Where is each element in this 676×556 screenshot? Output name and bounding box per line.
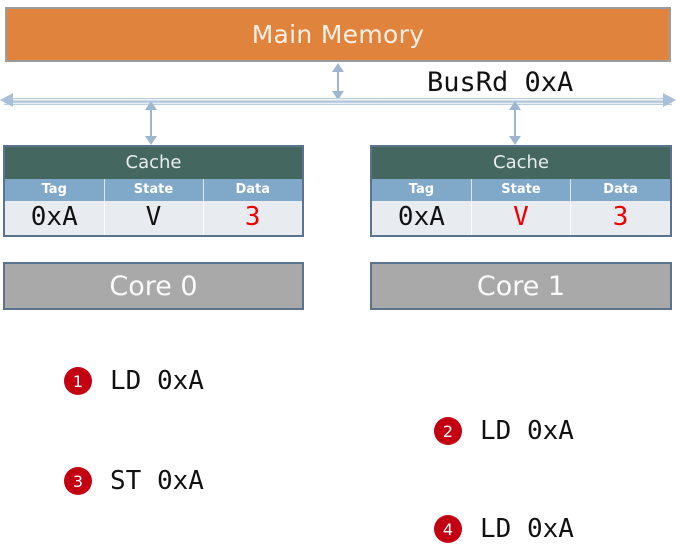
step-item-3: 3 ST 0xA xyxy=(64,466,204,496)
step-badge-1: 1 xyxy=(64,367,92,395)
table-header-row: Tag State Data xyxy=(5,179,302,201)
step-badge-3: 3 xyxy=(64,467,92,495)
column-header-data: Data xyxy=(203,179,302,201)
core-label-1: Core 1 xyxy=(476,270,566,302)
table-row: 0xA V 3 xyxy=(372,201,670,235)
column-header-state: State xyxy=(104,179,204,201)
step-instruction-3: ST 0xA xyxy=(110,466,204,496)
bus-cache1-connector-arrow xyxy=(509,101,521,145)
core-label-0: Core 0 xyxy=(109,270,198,302)
arrowhead-up-icon xyxy=(145,101,157,110)
bus-arrow-right-icon xyxy=(663,93,676,107)
cache-block-core1: Cache Tag State Data 0xA V 3 xyxy=(370,145,672,237)
step-item-1: 1 LD 0xA xyxy=(64,366,204,396)
bus-cache0-connector-arrow xyxy=(145,101,157,145)
table-row: 0xA V 3 xyxy=(5,201,302,235)
step-instruction-2: LD 0xA xyxy=(480,416,574,446)
memory-bus-connector-arrow xyxy=(332,63,344,100)
cache-table-core0: Tag State Data 0xA V 3 xyxy=(5,179,302,235)
cell-tag: 0xA xyxy=(372,201,472,235)
arrowhead-down-icon xyxy=(145,136,157,145)
step-badge-4: 4 xyxy=(434,515,462,543)
main-memory-block: Main Memory xyxy=(5,7,671,62)
table-header-row: Tag State Data xyxy=(372,179,670,201)
core-block-1: Core 1 xyxy=(370,262,672,310)
cache-title-core1: Cache xyxy=(372,147,670,179)
cache-table-core1: Tag State Data 0xA V 3 xyxy=(372,179,670,235)
bus-message-label: BusRd 0xA xyxy=(427,67,574,98)
core-block-0: Core 0 xyxy=(3,262,304,310)
cache-title-core0: Cache xyxy=(5,147,302,179)
arrowhead-down-icon xyxy=(509,136,521,145)
cache-block-core0: Cache Tag State Data 0xA V 3 xyxy=(3,145,304,237)
arrowhead-up-icon xyxy=(332,63,344,72)
step-item-2: 2 LD 0xA xyxy=(434,416,574,446)
connector-stem xyxy=(150,107,152,139)
step-badge-2: 2 xyxy=(434,417,462,445)
cell-tag: 0xA xyxy=(5,201,105,235)
cell-state: V xyxy=(104,201,204,235)
connector-stem xyxy=(514,107,516,139)
cell-data: 3 xyxy=(203,201,302,235)
step-instruction-4: LD 0xA xyxy=(480,514,574,544)
column-header-tag: Tag xyxy=(372,179,472,201)
column-header-tag: Tag xyxy=(5,179,105,201)
cell-data: 3 xyxy=(570,201,670,235)
step-instruction-1: LD 0xA xyxy=(110,366,204,396)
bus-arrow-left-icon xyxy=(0,93,13,107)
cell-state: V xyxy=(471,201,572,235)
step-item-4: 4 LD 0xA xyxy=(434,514,574,544)
column-header-state: State xyxy=(471,179,572,201)
main-memory-label: Main Memory xyxy=(251,20,425,49)
connector-stem xyxy=(337,69,339,94)
system-bus-line xyxy=(4,98,672,105)
arrowhead-up-icon xyxy=(509,101,521,110)
arrowhead-down-icon xyxy=(332,91,344,100)
column-header-data: Data xyxy=(570,179,670,201)
